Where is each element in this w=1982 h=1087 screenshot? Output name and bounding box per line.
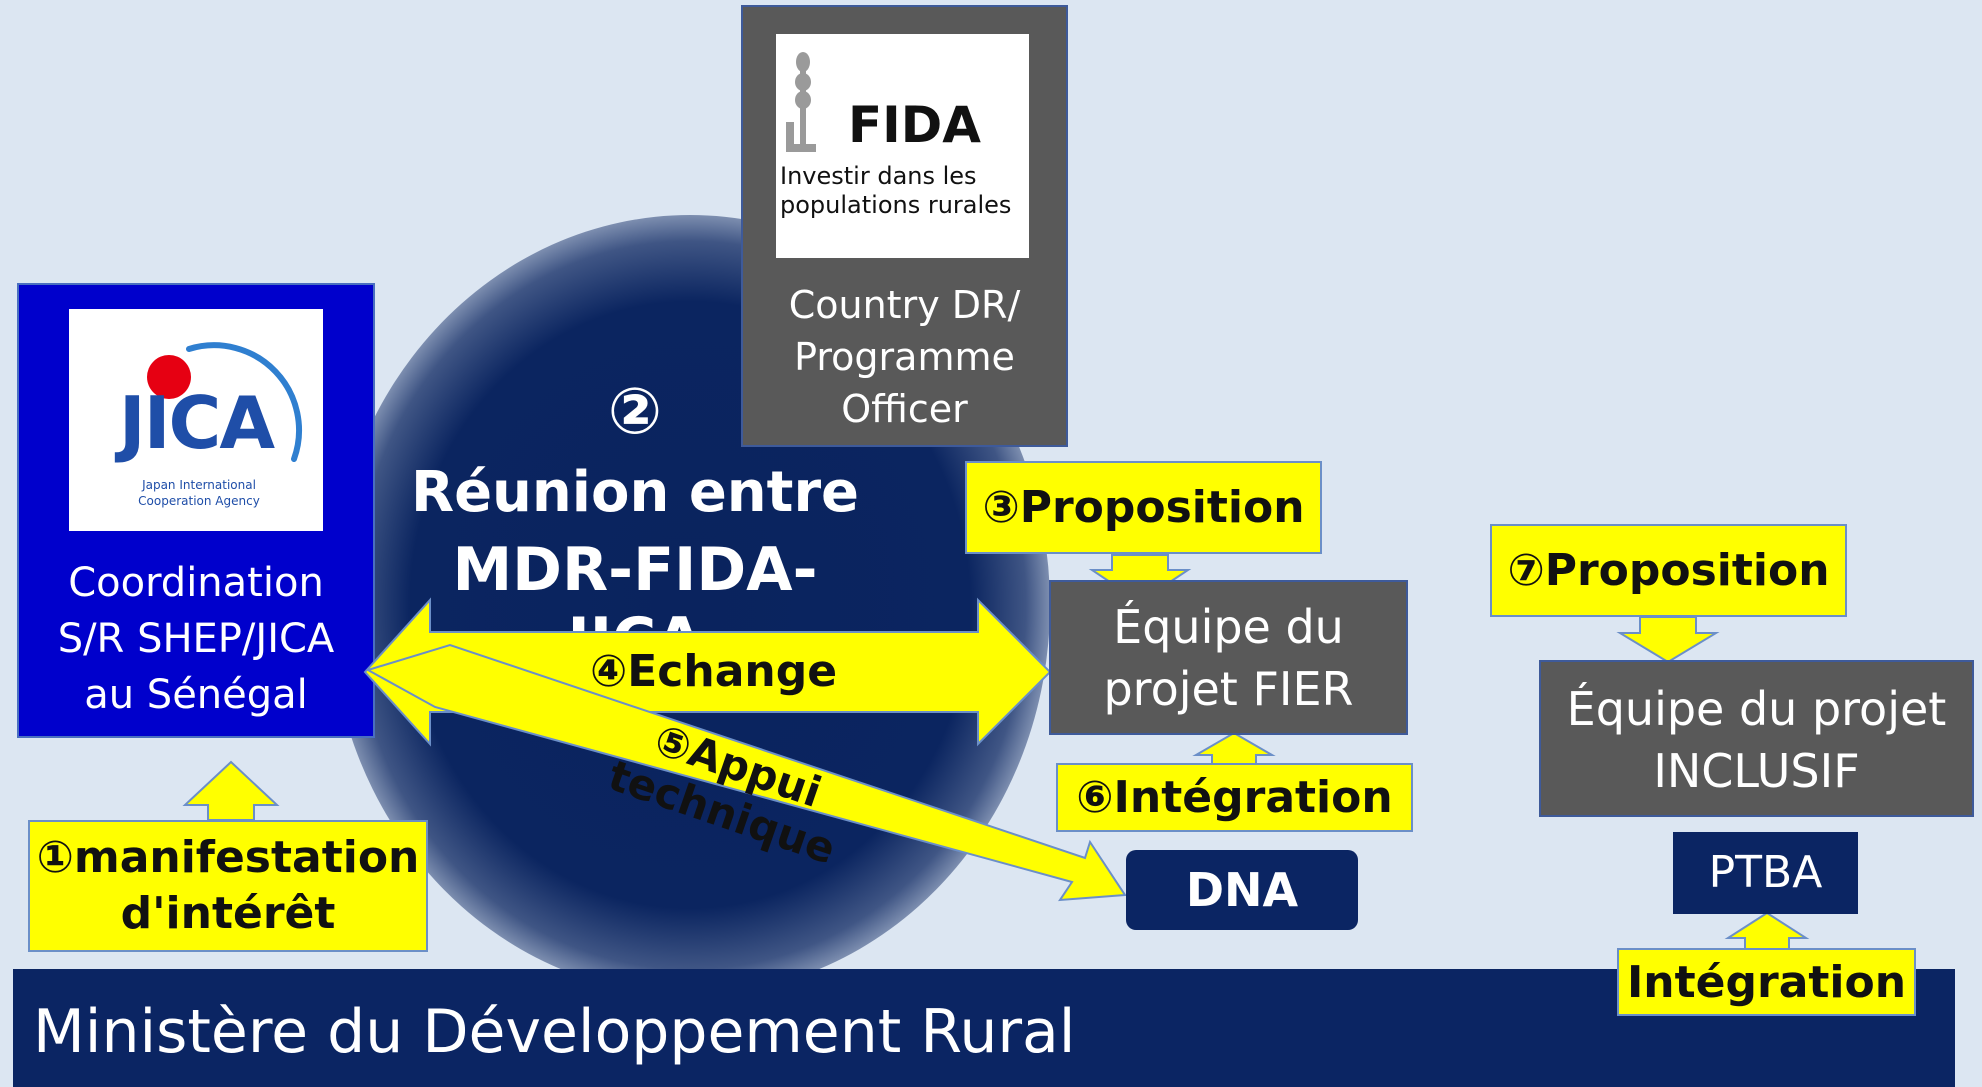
integration-ptba-label: Intégration	[1617, 948, 1916, 1016]
fida-tagline-2: populations rurales	[780, 191, 1012, 219]
arrow-appui-technique	[365, 643, 1127, 902]
fida-tagline-1: Investir dans les	[780, 162, 977, 190]
arrow-up-fier	[1192, 731, 1276, 766]
fida-wheat-icon	[786, 52, 816, 152]
inclusif-team-line-2: INCLUSIF	[1653, 744, 1860, 798]
fida-label: Country DR/ Programme Officer	[743, 279, 1066, 435]
jica-logo: JICA Japan International Cooperation Age…	[69, 309, 323, 531]
arrow-down-inclusif	[1616, 616, 1720, 664]
interest-label-line-1: ①manifestation	[36, 832, 420, 883]
fier-team-line-2: projet FIER	[1103, 662, 1354, 716]
jica-label-line-2: S/R SHEP/JICA	[57, 616, 335, 662]
fier-team-box: Équipe du projet FIER	[1049, 580, 1408, 735]
ministry-title: Ministère du Développement Rural	[33, 997, 1076, 1067]
meeting-title-line-2: MDR-FIDA-JICA	[452, 535, 818, 675]
interest-label-line-2: d'intérêt	[120, 888, 336, 939]
fida-label-line-2: Programme	[794, 335, 1015, 379]
jica-label: Coordination S/R SHEP/JICA au Sénégal	[19, 555, 373, 723]
interest-label: ①manifestation d'intérêt	[28, 820, 428, 952]
fida-logo: FIDA Investir dans les populations rural…	[776, 34, 1029, 258]
fida-logo-text: FIDA	[848, 96, 981, 154]
meeting-number: ②	[607, 375, 663, 449]
dna-box: DNA	[1126, 850, 1358, 930]
jica-label-line-3: au Sénégal	[84, 672, 308, 718]
fida-label-line-1: Country DR/	[788, 283, 1021, 327]
jica-label-line-1: Coordination	[68, 560, 324, 606]
proposition-3-label: ③Proposition	[965, 461, 1322, 554]
integration-6-label: ⑥Intégration	[1056, 763, 1413, 832]
jica-logo-graphic	[147, 342, 303, 462]
ptba-box: PTBA	[1673, 832, 1858, 914]
fier-team-line-1: Équipe du	[1113, 600, 1344, 654]
jica-logo-text: JICA	[118, 381, 275, 465]
proposition-7-label: ⑦Proposition	[1490, 524, 1847, 617]
inclusif-team-box: Équipe du projet INCLUSIF	[1539, 660, 1974, 817]
inclusif-team-line-1: Équipe du projet	[1566, 682, 1947, 736]
echange-label: ④Echange	[590, 646, 838, 697]
fida-box: FIDA Investir dans les populations rural…	[741, 5, 1068, 447]
meeting-title-line-1: Réunion entre	[410, 460, 860, 525]
arrow-up-ptba	[1724, 911, 1810, 951]
jica-box: JICA Japan International Cooperation Age…	[17, 283, 375, 738]
fida-label-line-3: Officer	[841, 387, 968, 431]
jica-logo-subtitle: Japan International Cooperation Agency	[138, 478, 260, 508]
arrow-up-jica	[182, 760, 280, 821]
